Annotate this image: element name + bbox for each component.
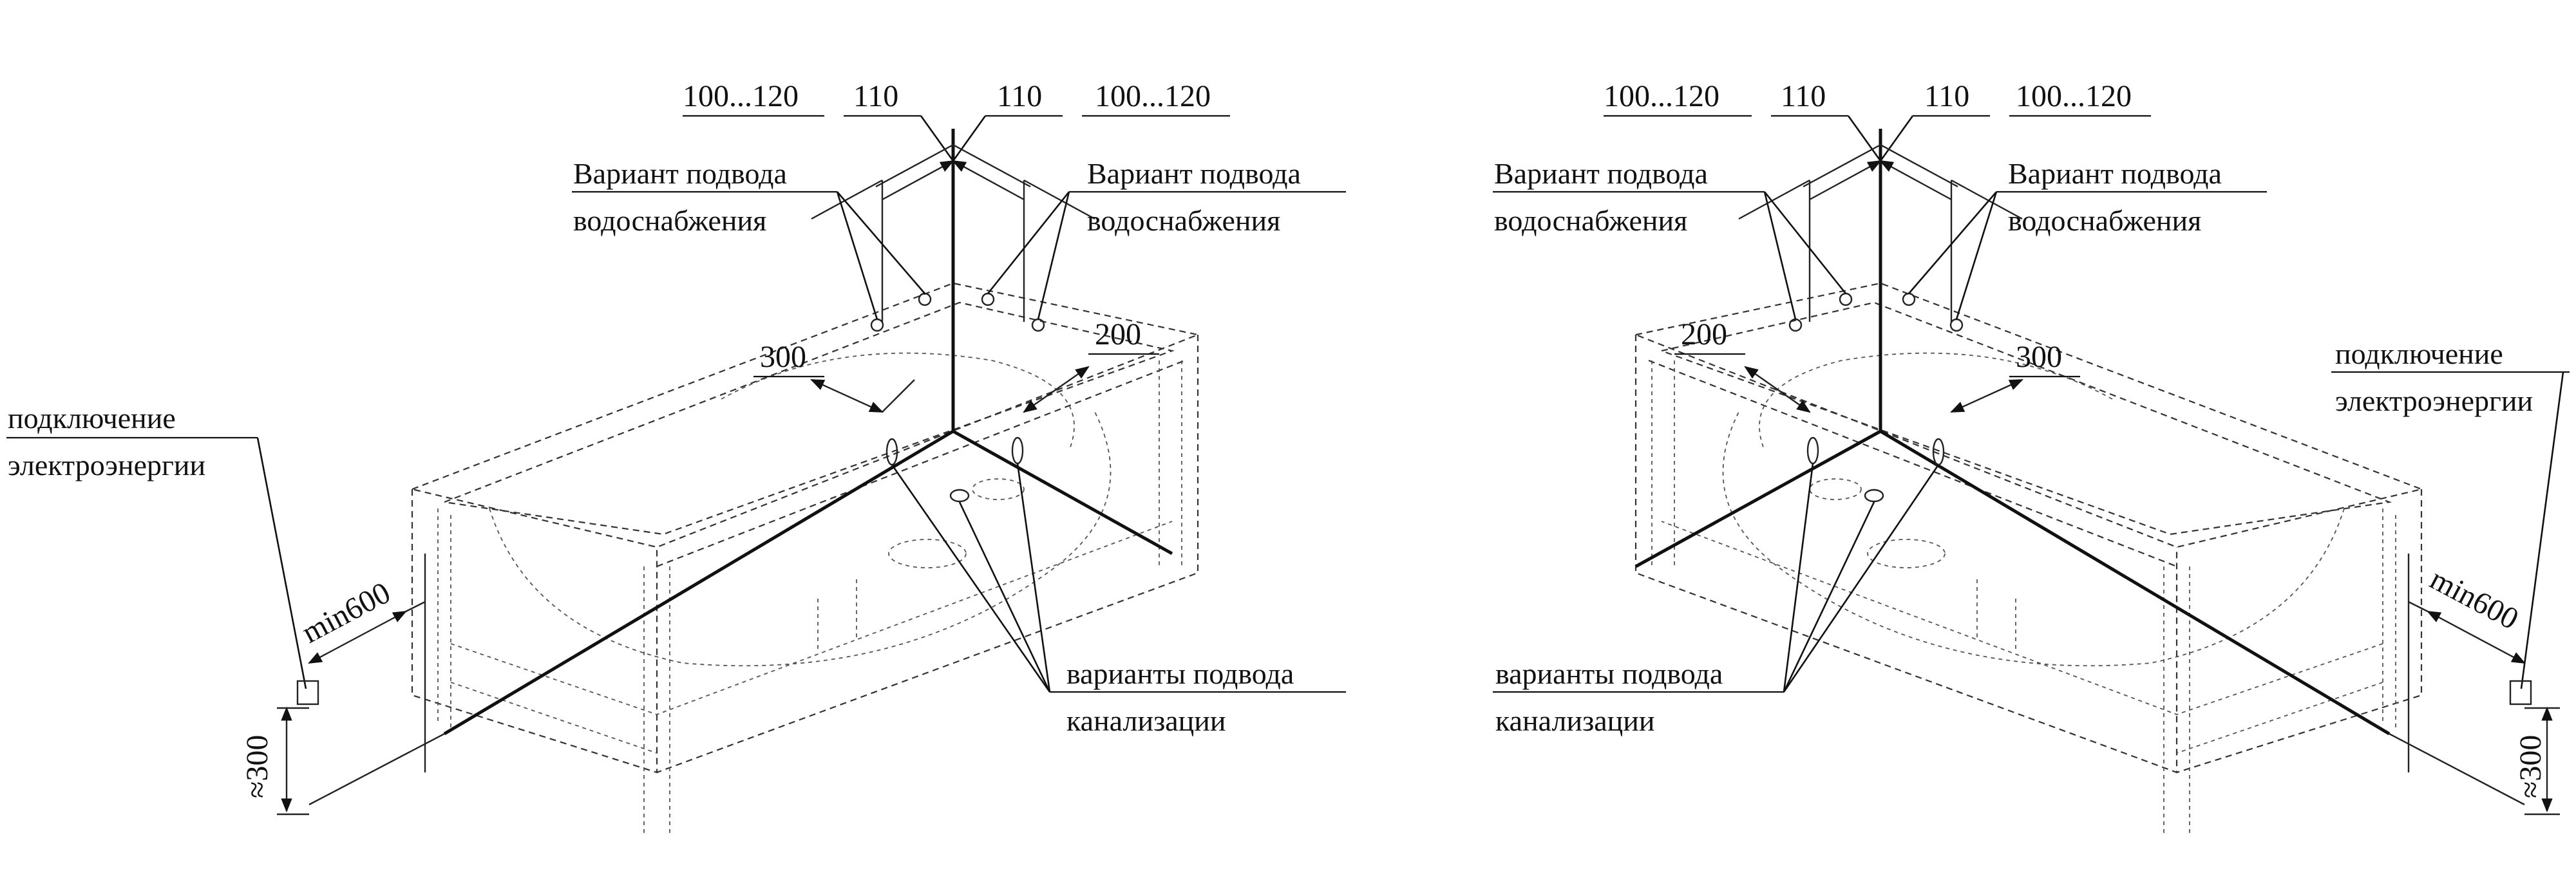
right-drain-label: варианты подвода канализации <box>1493 463 1940 737</box>
left-water-left-line1: Вариант подвода <box>573 157 787 190</box>
left-water-label-right: Вариант подвода водоснабжения <box>987 157 1346 320</box>
left-drain-line1: варианты подвода <box>1066 657 1294 690</box>
left-power-socket-icon <box>296 680 319 705</box>
right-water-left-line1: Вариант подвода <box>1494 157 1708 190</box>
right-dim-100-120-b: 100...120 <box>2016 79 2132 113</box>
left-approx300-text: ≈300 <box>240 735 274 798</box>
right-power-label: подключение электроэнергии <box>2331 337 2570 705</box>
left-dim-200-text: 200 <box>1095 317 1141 351</box>
left-drain-label: варианты подвода канализации <box>891 463 1346 737</box>
left-dim-110-b: 110 <box>997 79 1042 113</box>
left-power-line2: электроэнергии <box>8 449 205 481</box>
right-dim-300-text: 300 <box>2016 340 2062 374</box>
left-socket-dimensions: min600 ≈300 <box>240 575 426 816</box>
right-dim-110-a: 110 <box>1781 79 1826 113</box>
right-approx300-text: ≈300 <box>2514 735 2548 798</box>
left-dim-110-a: 110 <box>853 79 898 113</box>
left-dim-200: 200 <box>1011 317 1159 465</box>
right-dim-200-text: 200 <box>1681 317 1727 351</box>
left-dim-300: 300 <box>753 340 915 466</box>
left-drain-line2: канализации <box>1066 704 1226 737</box>
right-power-line1: подключение <box>2335 337 2503 370</box>
left-bathtub-view: 100...120 110 110 100...120 Вариант подв… <box>6 79 1346 837</box>
right-power-socket-icon <box>2509 680 2532 705</box>
right-drain-line2: канализации <box>1495 704 1655 737</box>
left-top-dimensions: 100...120 110 110 100...120 <box>683 79 1230 322</box>
left-water-points <box>870 292 1045 332</box>
right-water-label-left: Вариант подвода водоснабжения <box>1493 157 1847 320</box>
right-water-label-right: Вариант подвода водоснабжения <box>1908 157 2267 320</box>
left-dim-100-120-b: 100...120 <box>1095 79 1211 113</box>
left-water-right-line1: Вариант подвода <box>1087 157 1301 190</box>
left-min600-text: min600 <box>296 575 395 650</box>
right-min600-text: min600 <box>2425 562 2524 637</box>
right-top-dimensions: 100...120 110 110 100...120 <box>1604 79 2151 322</box>
right-water-right-line2: водоснабжения <box>2008 204 2201 237</box>
right-dim-300: 300 <box>1932 340 2080 466</box>
left-dim-100-120-a: 100...120 <box>683 79 799 113</box>
right-dim-200: 200 <box>1674 317 1819 465</box>
right-drain-line1: варианты подвода <box>1495 657 1723 690</box>
left-water-right-line2: водоснабжения <box>1087 204 1280 237</box>
right-socket-dimensions: min600 ≈300 <box>2408 562 2560 816</box>
left-power-label: подключение электроэнергии <box>6 402 319 705</box>
right-dim-110-b: 110 <box>1924 79 1969 113</box>
left-water-left-line2: водоснабжения <box>573 204 766 237</box>
left-wall-lines <box>308 129 1173 806</box>
right-dim-100-120-a: 100...120 <box>1604 79 1719 113</box>
right-water-left-line2: водоснабжения <box>1494 204 1687 237</box>
left-dim-300-text: 300 <box>760 340 806 374</box>
right-water-right-line1: Вариант подвода <box>2008 157 2222 190</box>
left-power-line1: подключение <box>8 402 176 434</box>
right-water-points <box>1788 292 1964 332</box>
right-power-line2: электроэнергии <box>2335 384 2533 417</box>
left-water-label-left: Вариант подвода водоснабжения <box>572 157 925 320</box>
right-bathtub-view: 100...120 110 110 100...120 Вариант подв… <box>1493 79 2570 837</box>
right-wall-lines <box>1634 129 2525 806</box>
